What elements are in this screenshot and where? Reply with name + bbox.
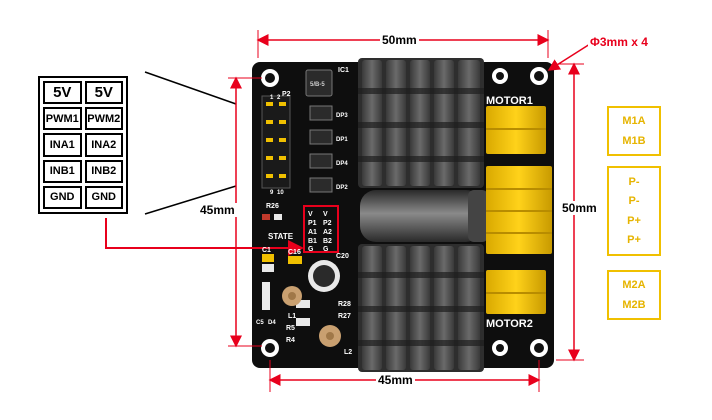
- inset-right-4: G: [323, 246, 329, 253]
- pin-cell-1-0: PWM1: [43, 107, 82, 131]
- motor2-label: MOTOR2: [486, 318, 533, 330]
- bulk-capacitor: [360, 190, 488, 242]
- header-pin-10: 10: [277, 190, 284, 196]
- terminal-blocks: [486, 106, 552, 314]
- header-label: P2: [282, 91, 291, 98]
- dp3-label: DP3: [336, 113, 348, 119]
- inset-pin-labels: V P1 A1 B1 G V P2 A2 B2 G: [308, 211, 332, 253]
- pin-cell-3-1: INB2: [84, 159, 123, 183]
- pin-cell-1-1: PWM2: [84, 107, 123, 131]
- power-label-2: P+: [627, 214, 641, 227]
- pin-cell-4-0: GND: [43, 185, 82, 209]
- pin-cell-0-0: 5V: [43, 81, 82, 105]
- dim-left-text: 45mm: [198, 203, 237, 217]
- state-label: STATE: [268, 232, 294, 241]
- header-pin-9: 9: [270, 190, 274, 196]
- m2b-label: M2B: [622, 298, 646, 311]
- r27-label: R27: [338, 313, 351, 320]
- inset-left-2: A1: [308, 229, 317, 236]
- inset-left-1: P1: [308, 220, 317, 227]
- dp1-label: DP1: [336, 137, 348, 143]
- pin-cell-2-0: INA1: [43, 133, 82, 157]
- inset-left-3: B1: [308, 238, 317, 245]
- d4-label: D4: [268, 320, 276, 326]
- power-label-box: P- P- P+ P+: [607, 166, 661, 256]
- r28-label: R28: [338, 301, 351, 308]
- inset-right-2: A2: [323, 229, 332, 236]
- dim-right-text: 50mm: [560, 201, 599, 215]
- ic-label: IC1: [338, 67, 349, 74]
- header-pin-1: 1: [270, 95, 274, 101]
- power-label-0: P-: [628, 175, 640, 188]
- inset-left-0: V: [308, 211, 313, 218]
- driver-chips: [305, 69, 333, 193]
- r26-label: R26: [266, 203, 279, 210]
- c5-label: C5: [256, 320, 264, 326]
- header-pin-2: 2: [277, 95, 281, 101]
- hole-spec-text: Φ3mm x 4: [588, 35, 650, 49]
- callout-line-top: [144, 71, 237, 105]
- m2a-label: M2A: [622, 279, 646, 292]
- dp4-label: DP4: [336, 161, 348, 167]
- r5-label: R5: [286, 325, 295, 332]
- header-connector: [261, 95, 291, 189]
- inset-right-3: B2: [323, 238, 332, 245]
- chip-marking: 5/B-5: [310, 82, 325, 88]
- inset-left-4: G: [308, 246, 314, 253]
- inset-right-1: P2: [323, 220, 332, 227]
- power-label-1: P-: [628, 195, 640, 208]
- m1b-label: M1B: [622, 134, 646, 147]
- power-label-3: P+: [627, 234, 641, 247]
- m1-label-box: M1A M1B: [607, 106, 661, 156]
- c16-label: C16: [288, 249, 301, 256]
- pin-cell-0-1: 5V: [84, 81, 123, 105]
- heatsink-bottom: [358, 244, 484, 372]
- motor1-label: MOTOR1: [486, 95, 533, 107]
- pin-cell-2-1: INA2: [84, 133, 123, 157]
- heatsink-top: [358, 58, 484, 188]
- m1a-label: M1A: [622, 115, 646, 128]
- dp2-label: DP2: [336, 185, 348, 191]
- smd-components: [262, 214, 341, 347]
- hole-callout-arrow: [547, 43, 591, 71]
- callout-line-bottom: [144, 185, 237, 215]
- inset-right-0: V: [323, 211, 328, 218]
- l2-label: L2: [344, 349, 352, 356]
- dim-bottom-text: 45mm: [376, 373, 415, 387]
- pin-inset-highlight: [303, 205, 339, 253]
- c1-label: C1: [262, 247, 271, 254]
- mounting-holes: [261, 67, 548, 357]
- m2-label-box: M2A M2B: [607, 270, 661, 320]
- c20-label: C20: [336, 253, 349, 260]
- l1-label: L1: [288, 313, 296, 320]
- pin-cell-4-1: GND: [84, 185, 123, 209]
- pin-cell-3-0: INB1: [43, 159, 82, 183]
- dim-top-text: 50mm: [380, 33, 419, 47]
- r4-label: R4: [286, 337, 295, 344]
